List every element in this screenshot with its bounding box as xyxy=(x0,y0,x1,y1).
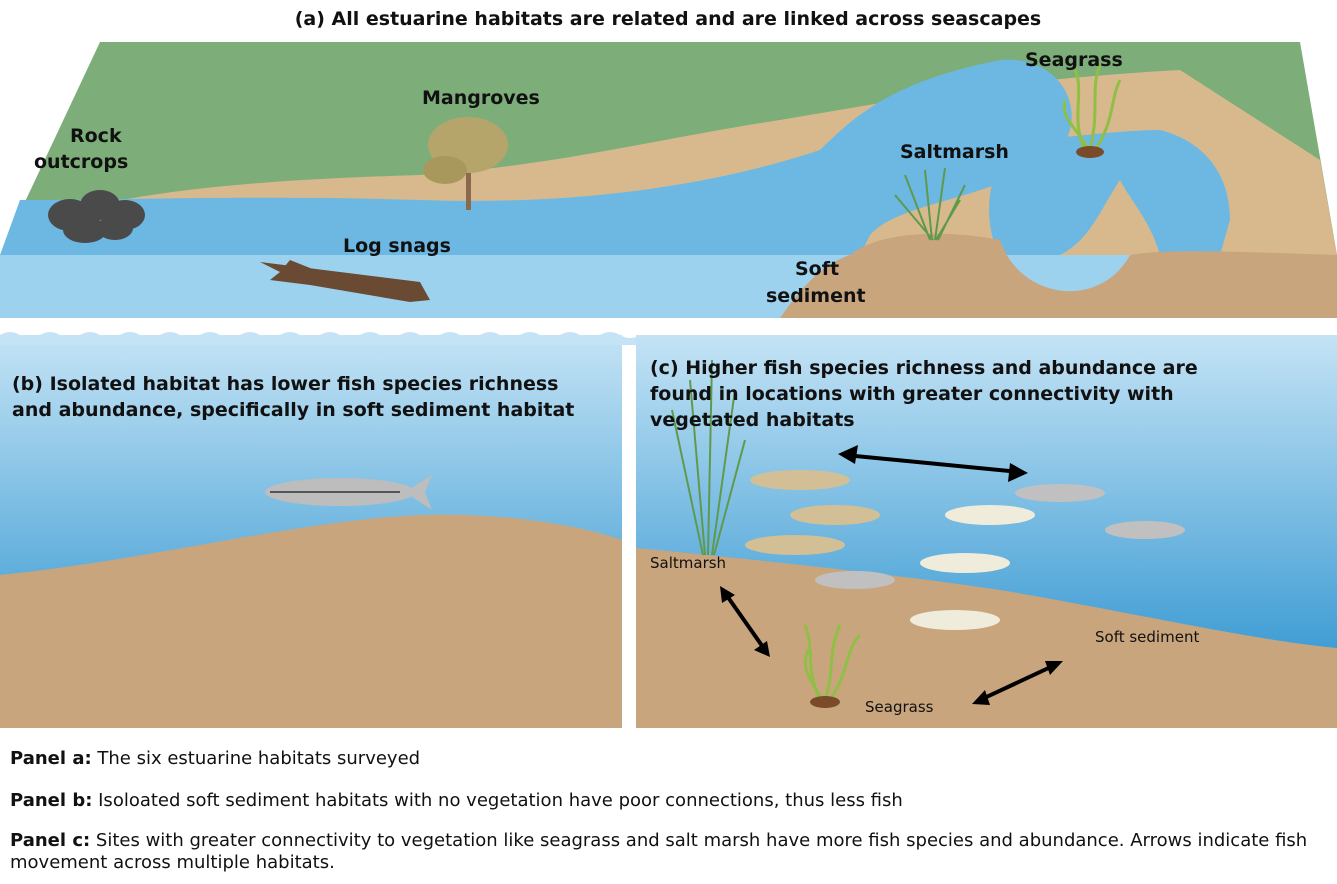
label-saltmarsh-c: Saltmarsh xyxy=(650,554,726,572)
panel-c-title-3: vegetated habitats xyxy=(650,409,855,431)
caption-b: Panel b: Isoloated soft sediment habitat… xyxy=(10,790,903,811)
label-log-snags: Log snags xyxy=(343,235,451,257)
panel-c-title-1: (c) Higher fish species richness and abu… xyxy=(650,357,1198,379)
panel-b-title-1: (b) Isolated habitat has lower fish spec… xyxy=(12,373,558,395)
diagram: (a) All estuarine habitats are related a… xyxy=(0,8,1337,728)
fish-icon xyxy=(265,475,432,510)
label-sediment: sediment xyxy=(766,285,866,307)
label-saltmarsh: Saltmarsh xyxy=(900,141,1009,163)
seagrass-icon xyxy=(803,624,862,708)
panel-a-seascape: Rock outcrops Mangroves Log snags Saltma… xyxy=(0,42,1337,318)
caption-c: Panel c: Sites with greater connectivity… xyxy=(10,830,1308,873)
rock-outcrops-icon xyxy=(48,190,145,243)
panel-b-title-2: and abundance, specifically in soft sedi… xyxy=(12,399,574,421)
panel-c: (c) Higher fish species richness and abu… xyxy=(636,335,1337,728)
saltmarsh-icon xyxy=(894,167,966,241)
saltmarsh-icon xyxy=(671,359,746,556)
panel-a-title: (a) All estuarine habitats are related a… xyxy=(295,8,1042,30)
caption-a: Panel a: The six estuarine habitats surv… xyxy=(10,748,421,769)
mangrove-icon xyxy=(423,117,508,210)
seagrass-icon xyxy=(1062,64,1122,158)
label-rock: Rock xyxy=(70,125,122,147)
label-soft-sediment-c: Soft sediment xyxy=(1095,628,1199,646)
panel-b: (b) Isolated habitat has lower fish spec… xyxy=(0,332,642,728)
log-snag-icon xyxy=(260,260,430,302)
label-seagrass-c: Seagrass xyxy=(865,698,934,716)
panel-c-title-2: found in locations with greater connecti… xyxy=(650,383,1174,405)
label-seagrass: Seagrass xyxy=(1025,49,1123,71)
label-outcrops: outcrops xyxy=(34,151,128,173)
label-mangroves: Mangroves xyxy=(422,87,540,109)
movement-arrows xyxy=(720,445,1063,705)
label-soft: Soft xyxy=(795,258,839,280)
fish-school xyxy=(745,470,1185,630)
